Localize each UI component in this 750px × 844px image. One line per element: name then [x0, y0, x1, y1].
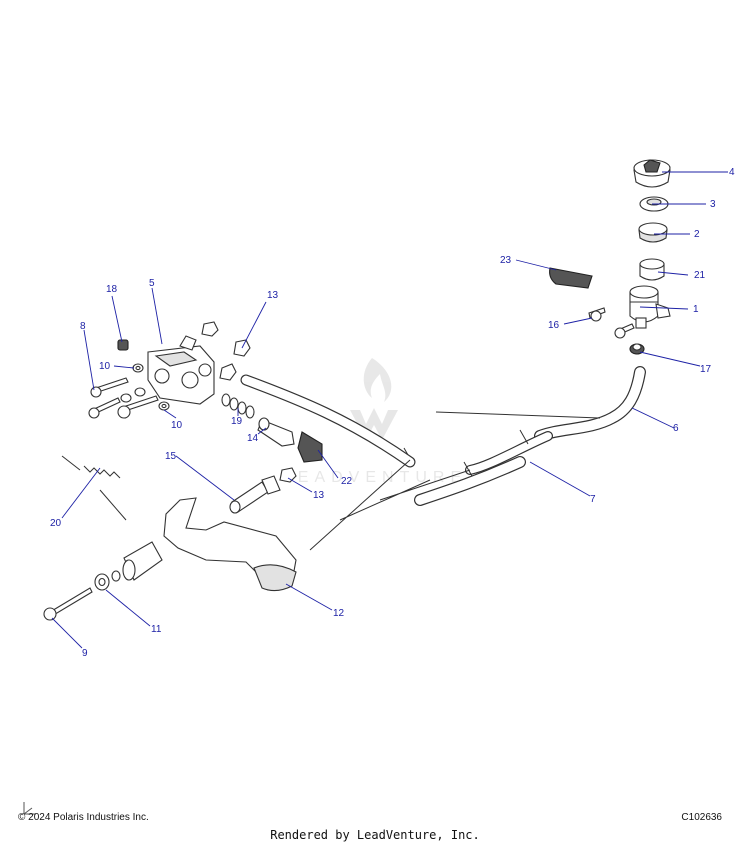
callout-5: 5	[149, 278, 155, 289]
boot-22	[297, 431, 323, 463]
leader-lines	[51, 171, 728, 649]
pivot-pin-15	[229, 481, 269, 514]
nut-master	[219, 363, 237, 381]
callout-23: 23	[500, 255, 512, 266]
pivot-bolt-9	[43, 587, 93, 621]
washer-10-lower	[158, 401, 170, 411]
callout-21: 21	[694, 270, 706, 281]
callout-22: 22	[341, 476, 353, 487]
callout-13-upper: 13	[267, 290, 279, 301]
figure-id: C102636	[681, 812, 722, 823]
callout-15: 15	[165, 451, 177, 462]
short-bolts	[88, 395, 159, 419]
callout-6: 6	[673, 423, 679, 434]
callout-3: 3	[710, 199, 716, 210]
reservoir-hose-6	[534, 366, 646, 442]
o-rings-19	[221, 393, 255, 419]
callout-13-lower: 13	[313, 490, 325, 501]
rendered-by-text: Rendered by LeadVenture, Inc.	[270, 828, 480, 842]
master-cylinder-5	[147, 335, 215, 405]
callout-18: 18	[106, 284, 118, 295]
return-spring-20	[61, 455, 127, 521]
watermark-text: LEADVENTURE	[283, 469, 467, 486]
axis-orientation-icon	[23, 802, 36, 815]
bleeder-screw-18	[117, 339, 129, 351]
callout-12: 12	[333, 608, 345, 619]
mounting-bolt-8	[90, 377, 129, 398]
reservoir-bolt	[614, 323, 635, 339]
leadventure-watermark: LEADVENTURE	[283, 358, 467, 486]
reservoir-cap	[633, 159, 671, 188]
reservoir-diaphragm	[638, 222, 668, 243]
callout-11: 11	[151, 624, 162, 635]
callout-1: 1	[693, 304, 699, 315]
callout-17: 17	[700, 364, 712, 375]
callout-10-upper: 10	[99, 361, 111, 372]
callout-16: 16	[548, 320, 560, 331]
washer-11	[94, 570, 121, 591]
callout-4: 4	[729, 167, 735, 178]
supply-tube	[240, 374, 471, 551]
callout-14: 14	[247, 433, 259, 444]
callout-20: 20	[50, 518, 62, 529]
callout-10-lower: 10	[171, 420, 183, 431]
callout-8: 8	[80, 321, 86, 332]
nut-13-top	[201, 321, 219, 337]
washer-10-upper	[132, 363, 144, 373]
hose-clamp-17	[629, 343, 645, 355]
washers-pair	[120, 387, 146, 403]
callout-2: 2	[694, 229, 700, 240]
callout-19: 19	[231, 416, 243, 427]
push-rod-14	[257, 417, 295, 447]
brake-pedal-12	[122, 497, 297, 592]
reservoir-bellows	[639, 258, 665, 281]
callout-9: 9	[82, 648, 88, 659]
brake-line-7	[403, 411, 601, 506]
bushing	[261, 475, 281, 495]
copyright-text: © 2024 Polaris Industries Inc.	[18, 812, 149, 823]
reservoir-body	[629, 285, 671, 329]
mounting-bolt-16	[588, 307, 606, 322]
callout-labels: 4 3 2 21 1 16 17 23 6 7 5 18 8 10 10 13 …	[50, 167, 735, 659]
callout-7: 7	[590, 494, 596, 505]
nut-13-lower	[279, 467, 297, 483]
hose-clip-23	[549, 267, 593, 289]
